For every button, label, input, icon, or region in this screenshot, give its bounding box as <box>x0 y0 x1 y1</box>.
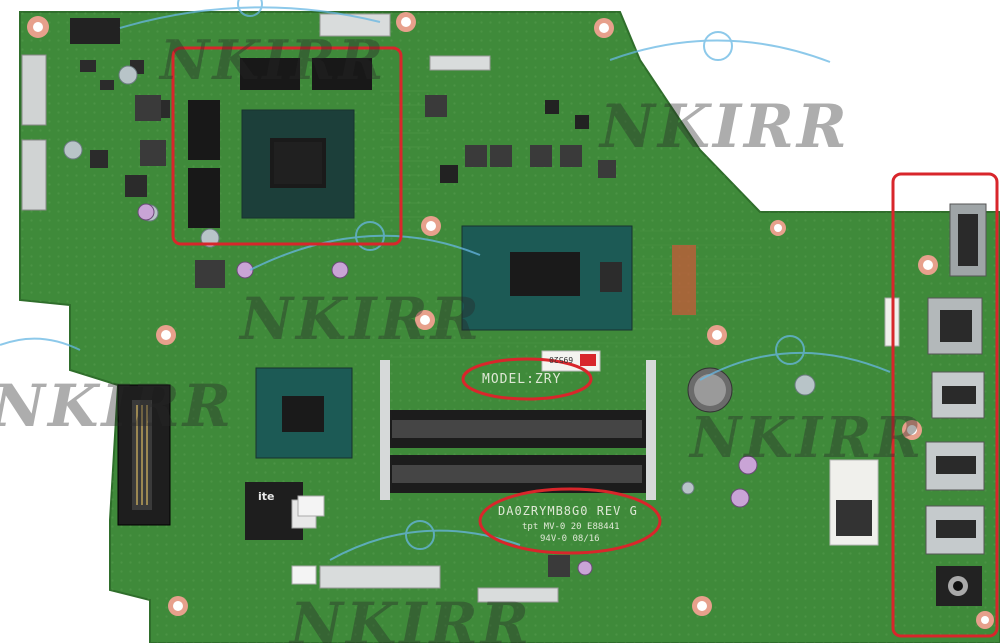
ul-code-silkscreen: 94V-0 08/16 <box>540 534 600 544</box>
ram-slots <box>380 360 656 500</box>
highlight-gpu <box>171 46 403 246</box>
model-silkscreen: MODEL:ZRY <box>482 372 562 387</box>
highlight-model <box>461 357 593 401</box>
inductor <box>135 95 161 121</box>
vram-chips <box>188 58 372 228</box>
io-ports <box>925 203 987 606</box>
watermark-swoosh <box>0 0 891 561</box>
highlight-ports <box>891 172 999 638</box>
fab-code-silkscreen: tpt MV-0 20 E88441 <box>522 522 620 532</box>
part-number-silkscreen: DA0ZRYMB8G0 REV G <box>498 504 638 518</box>
power-inductors <box>425 95 616 183</box>
ite-chip-marking: ite <box>258 490 275 503</box>
highlight-partnumber <box>478 487 662 555</box>
cpu-die <box>510 252 580 296</box>
m2-slot-connector <box>21 54 47 126</box>
fan-connector <box>70 18 120 44</box>
mount-holes <box>27 12 994 629</box>
sticker-code: 69520 <box>549 355 574 364</box>
highlight-annotations <box>171 46 999 638</box>
